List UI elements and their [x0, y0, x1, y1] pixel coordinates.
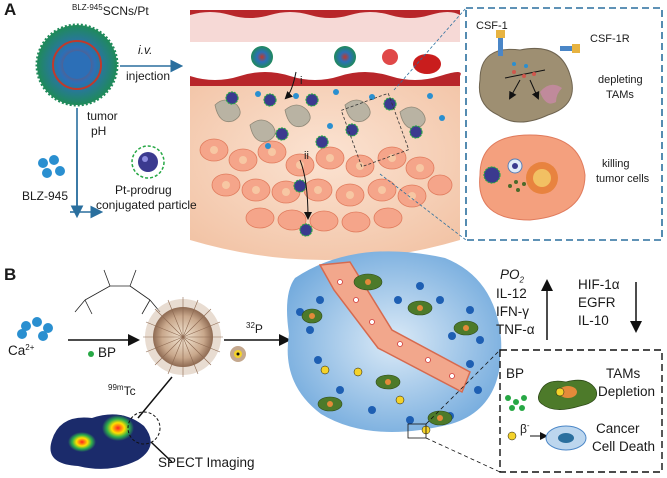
tams-label: TAMs [606, 89, 634, 101]
tumor-cell-killing-icon [479, 134, 586, 221]
tumor-tissue-illustration [190, 10, 461, 260]
tam-cell-icon [478, 47, 573, 123]
tam-depletion-icon [538, 379, 598, 410]
urchin-nanoparticle-icon [143, 297, 223, 377]
mechanism-box-b [499, 349, 663, 473]
ph-label: pH [91, 124, 107, 138]
pt-prodrug-particle-icon [131, 145, 165, 179]
tc99m-label: 99mTc [108, 383, 136, 398]
hif1a-label: HIF-1α [578, 277, 620, 292]
tc99m-mass: 99m [108, 383, 124, 392]
panel-b-letter: B [4, 265, 17, 284]
panel-a-letter: A [4, 0, 17, 19]
p32-mass: 32 [246, 321, 255, 330]
killing-label: killing [602, 158, 630, 170]
path-ii-label: ii [304, 150, 309, 162]
spect-image-icon [50, 411, 173, 469]
scn-title-superscript: BLZ-945 [72, 3, 103, 12]
blz945-label: BLZ-945 [22, 189, 69, 203]
tumor-tissue-panel-b [287, 251, 502, 439]
beta-label: β- [520, 421, 530, 436]
csf1-label: CSF-1 [476, 20, 508, 32]
calcium-charge: 2+ [25, 343, 35, 352]
tnf-alpha-label: TNF-α [496, 322, 535, 337]
calcium-ions-icon [17, 317, 53, 341]
tc99m-text: Tc [123, 384, 136, 398]
p32-label: 32P [246, 321, 263, 336]
path-i-label: i [300, 75, 303, 87]
calcium-text: Ca [8, 343, 26, 358]
box-tams-label: TAMs [606, 366, 641, 381]
pt-prodrug-label: Pt-prodrug [115, 183, 172, 197]
calcium-label: Ca2+ [8, 343, 35, 359]
beta-charge: - [526, 421, 530, 430]
conjugated-particle-label: conjugated particle [96, 198, 197, 212]
spect-imaging-label: SPECT Imaging [158, 455, 255, 470]
po2-label: PO2 [500, 267, 524, 285]
box-depletion-label: Depletion [598, 384, 656, 399]
cancer-cell-icon [545, 425, 587, 451]
po2-text: PO [500, 267, 520, 282]
csf1r-receptor-icon [496, 30, 580, 56]
ifn-gamma-label: IFN-γ [496, 304, 529, 319]
egfr-label: EGFR [578, 295, 616, 310]
il10-label: IL-10 [578, 313, 609, 328]
blz945-molecules-icon [38, 155, 65, 178]
beta-particle-icon [507, 431, 548, 441]
csf1r-label: CSF-1R [590, 33, 630, 45]
bp-dots-icon [505, 395, 527, 411]
radioactive-particle-icon [230, 346, 246, 362]
beta-text: β [520, 422, 527, 436]
tc99m-line [137, 376, 173, 419]
scn-nanoparticle-icon [35, 23, 119, 107]
box-cancer-label: Cancer [596, 421, 640, 436]
bisphosphonate-structure [74, 269, 161, 315]
box-bp-label: BP [506, 366, 525, 381]
bp-label: BP [98, 345, 117, 360]
injection-label: injection [126, 69, 171, 83]
tumor-label: tumor [87, 109, 118, 123]
scn-title-text: SCNs/Pt [102, 4, 149, 18]
po2-subscript: 2 [519, 275, 524, 285]
il12-label: IL-12 [496, 286, 527, 301]
box-celldeath-label: Cell Death [592, 439, 656, 454]
p32-text: P [254, 322, 263, 336]
scn-title: BLZ-945SCNs/Pt [72, 3, 149, 18]
tumor-cells-label: tumor cells [596, 173, 650, 185]
depleting-label: depleting [598, 74, 643, 86]
iv-label: i.v. [138, 43, 153, 57]
